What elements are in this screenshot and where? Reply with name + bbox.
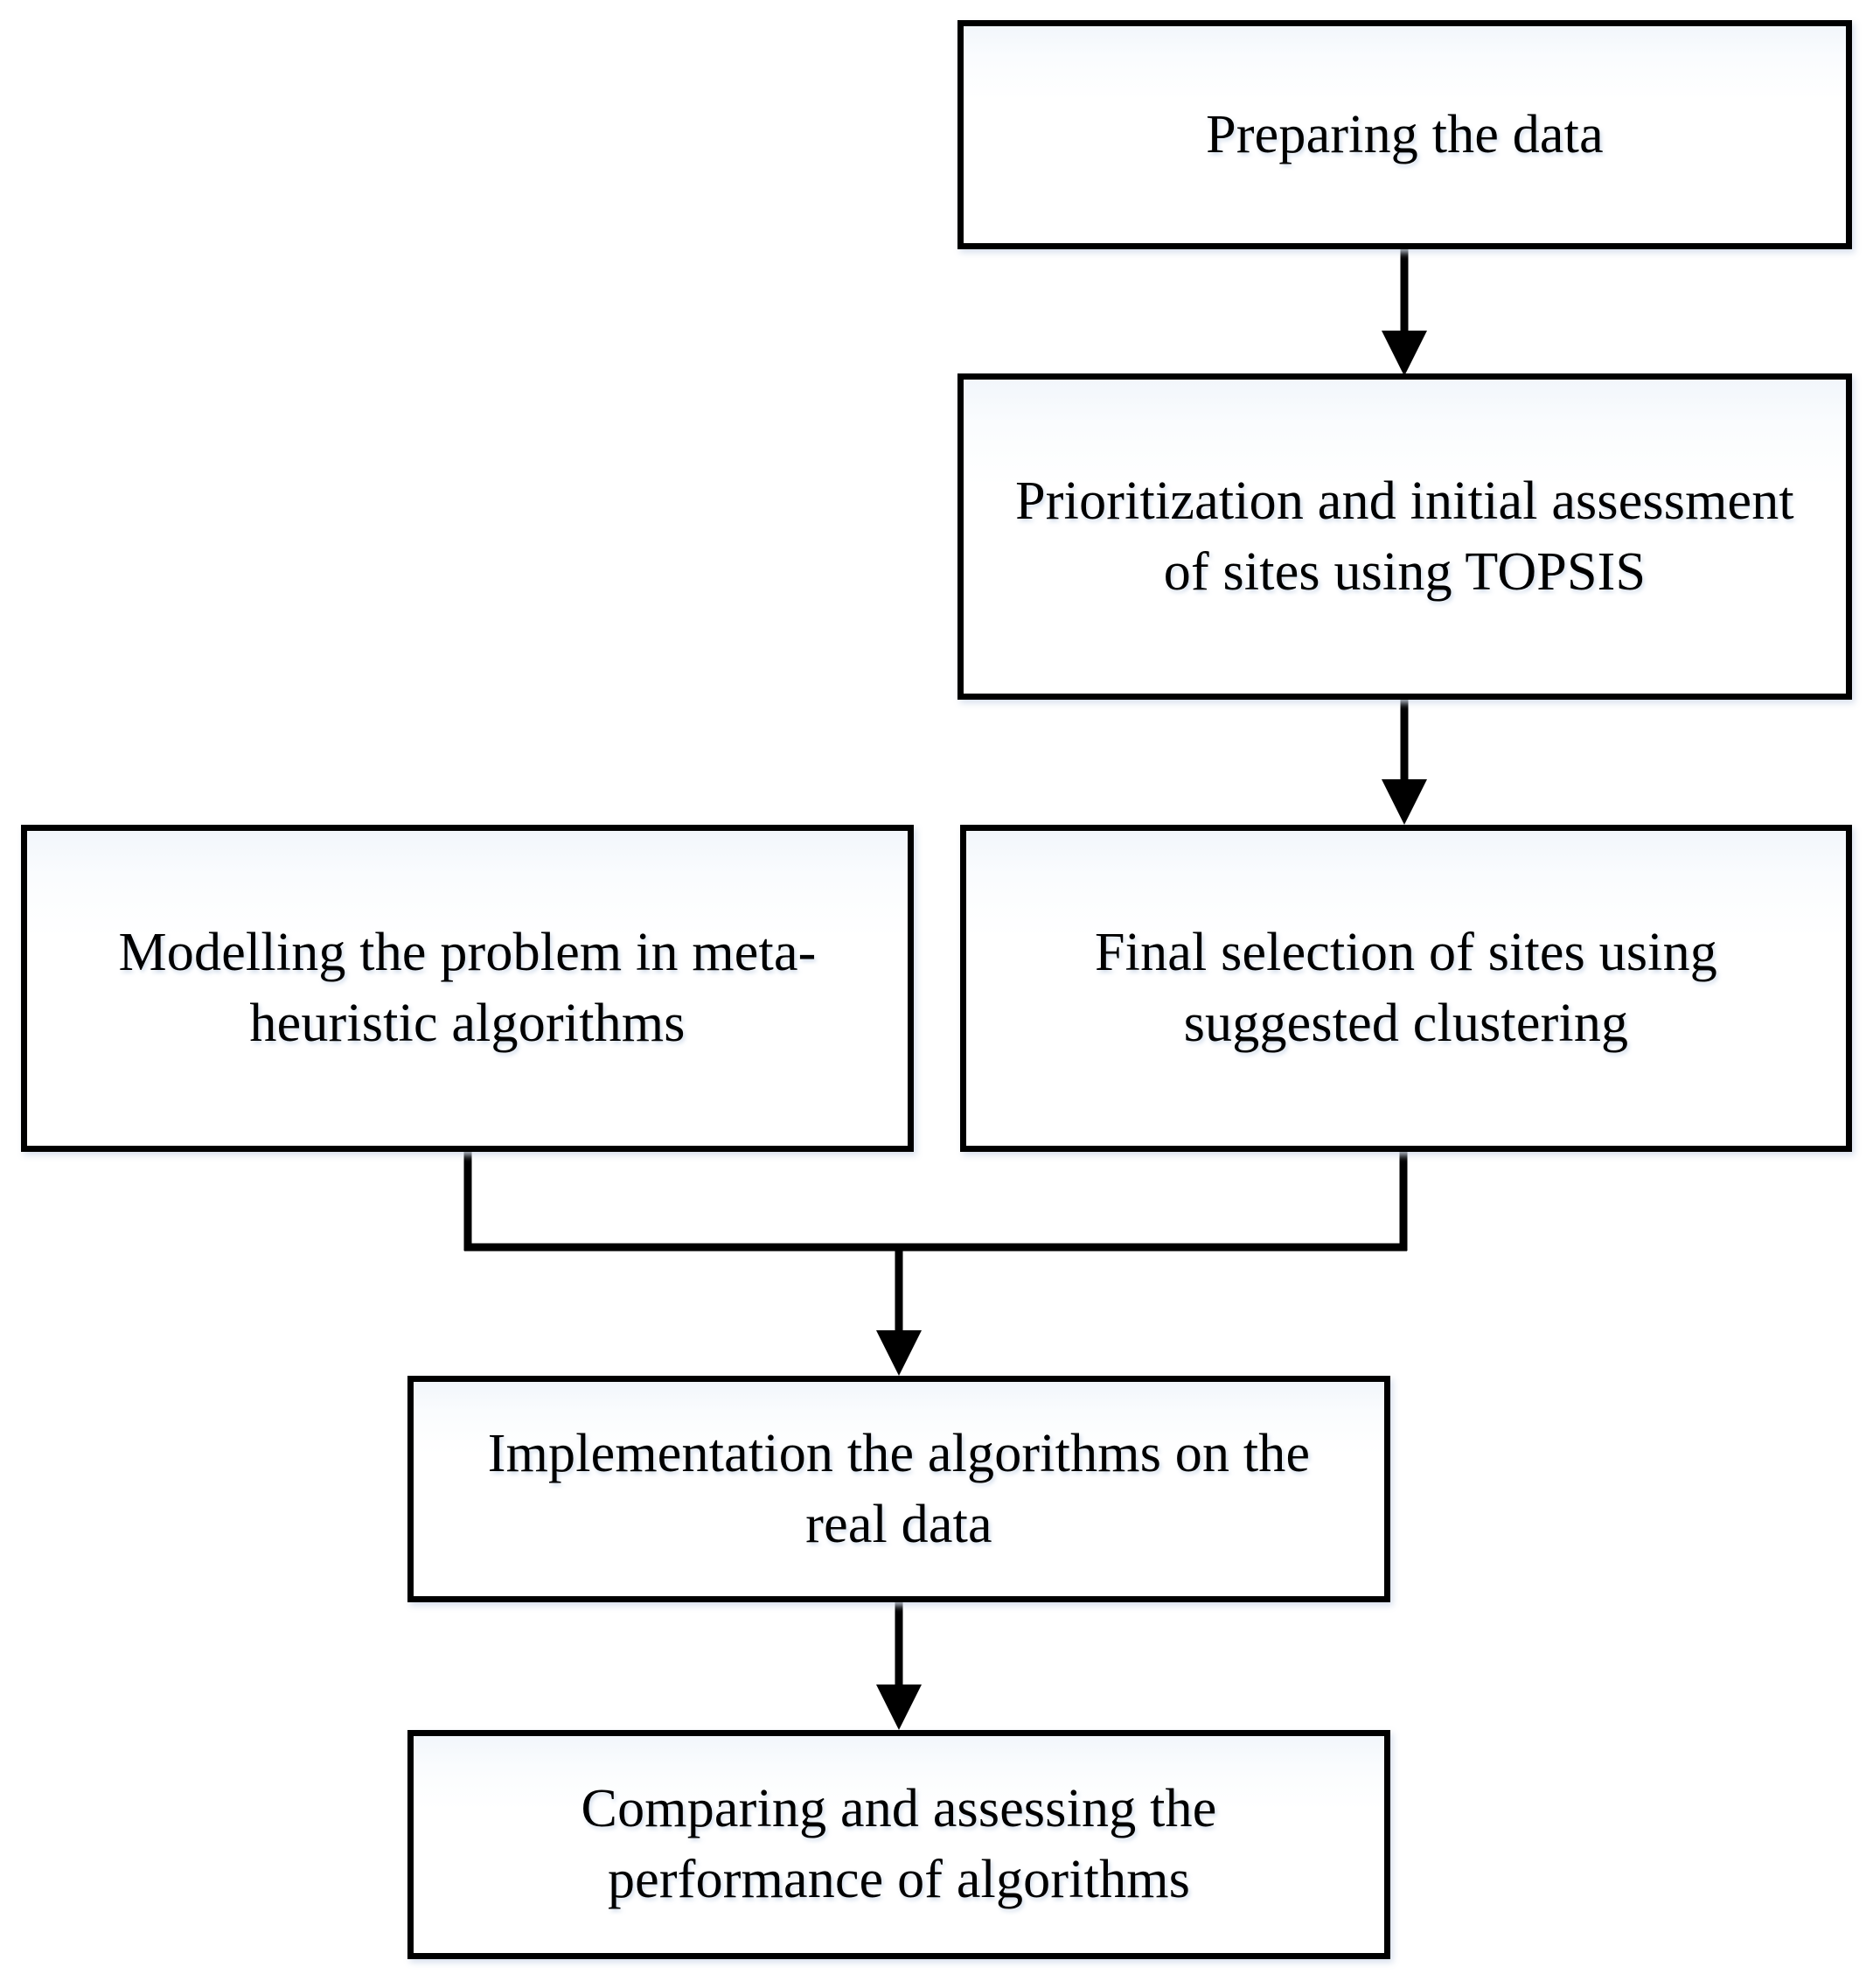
flow-node-label: Comparing and assessing the performance … bbox=[581, 1779, 1217, 1909]
flow-node-label: Prioritization and initial assessment of… bbox=[1015, 471, 1794, 602]
arrow-implementation-to-comparing bbox=[876, 1602, 922, 1730]
arrow-prepare-to-topsis bbox=[1382, 249, 1427, 376]
flow-node-modelling-metaheuristic[interactable]: Modelling the problem in meta- heuristic… bbox=[21, 825, 914, 1152]
arrow-merge-to-implementation bbox=[463, 1152, 1408, 1376]
flow-node-label: Modelling the problem in meta- heuristic… bbox=[118, 923, 817, 1053]
flow-node-prioritization-topsis[interactable]: Prioritization and initial assessment of… bbox=[957, 373, 1852, 700]
flow-node-preparing-the-data[interactable]: Preparing the data bbox=[957, 20, 1852, 249]
flow-node-comparing-performance[interactable]: Comparing and assessing the performance … bbox=[407, 1730, 1390, 1959]
flow-node-implementation-real-data[interactable]: Implementation the algorithms on the rea… bbox=[407, 1376, 1390, 1602]
flow-node-final-selection-clustering[interactable]: Final selection of sites using suggested… bbox=[960, 825, 1852, 1152]
flow-node-label: Final selection of sites using suggested… bbox=[1094, 923, 1718, 1053]
arrow-topsis-to-final bbox=[1382, 700, 1427, 825]
flow-node-label: Implementation the algorithms on the rea… bbox=[487, 1423, 1311, 1554]
flow-node-label: Preparing the data bbox=[1206, 104, 1604, 164]
